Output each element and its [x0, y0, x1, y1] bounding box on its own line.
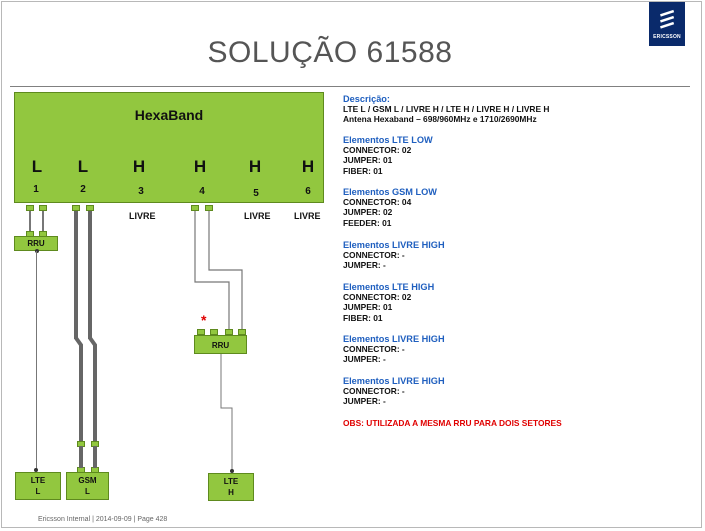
section-lte-high: Elementos LTE HIGH CONNECTOR: 02 JUMPER:…: [343, 282, 434, 323]
band-1: L: [31, 157, 43, 176]
livre-label-5: LIVRE: [244, 211, 271, 221]
hexaband-antenna: HexaBand: [14, 92, 324, 203]
section-line: JUMPER: -: [343, 354, 386, 365]
section-livre-high: Elementos LIVRE HIGH CONNECTOR: - JUMPER…: [343, 376, 445, 407]
port-number-5: 5: [253, 188, 259, 199]
jumper-line: [29, 211, 31, 233]
section-line: CONNECTOR: -: [343, 344, 405, 355]
section-line: FIBER: 01: [343, 312, 383, 323]
band-4: H: [193, 157, 207, 176]
title-divider: [10, 86, 690, 87]
feeder-line: [74, 211, 78, 339]
port-number-6: 6: [305, 186, 311, 197]
footer: Ericsson Internal | 2014-09-09 | Page 42…: [38, 516, 168, 523]
rru-connector: [210, 329, 218, 335]
lte-high-unit: LTE H: [208, 473, 254, 501]
port-number-4: 4: [199, 186, 205, 197]
band-2: L: [77, 157, 89, 176]
port-number-2: 2: [80, 184, 86, 195]
shared-rru-marker: *: [201, 312, 207, 328]
section-title: Elementos LIVRE HIGH: [343, 376, 445, 386]
page-title: SOLUÇÃO 61588: [207, 36, 453, 69]
antenna-connector: [205, 205, 213, 211]
logo-text: ERICSSON: [653, 34, 681, 40]
section-line: JUMPER: -: [343, 260, 386, 271]
description-block: Descrição: LTE L / GSM L / LIVRE H / LTE…: [343, 94, 688, 125]
lte-high-sublabel: H: [228, 488, 234, 497]
port-number-1: 1: [33, 184, 39, 195]
section-line: CONNECTOR: -: [343, 250, 405, 261]
jumper-lte-h: [208, 211, 243, 330]
rru-connector: [39, 231, 47, 237]
fiber-port: [34, 468, 38, 472]
lte-low-sublabel: L: [35, 487, 41, 496]
feeder-line: [88, 211, 92, 339]
ericsson-logo: ERICSSON: [649, 2, 685, 46]
section-gsm-low: Elementos GSM LOW CONNECTOR: 04 JUMPER: …: [343, 187, 437, 228]
fiber-line: [36, 251, 37, 470]
feeder-line: [93, 446, 97, 468]
band-5: H: [248, 157, 262, 176]
feeder-bend: [74, 336, 83, 446]
section-line: JUMPER: -: [343, 396, 386, 407]
section-line: CONNECTOR: 02: [343, 292, 412, 303]
antenna-connector: [39, 205, 47, 211]
antenna-connector: [86, 205, 94, 211]
section-livre-high: Elementos LIVRE HIGH CONNECTOR: - JUMPER…: [343, 240, 445, 271]
gsm-low-unit: GSM L: [66, 472, 109, 500]
rru-connector: [197, 329, 205, 335]
section-livre-high: Elementos LIVRE HIGH CONNECTOR: - JUMPER…: [343, 334, 445, 365]
gsm-low-sublabel: L: [85, 487, 90, 496]
port-number-3: 3: [138, 186, 144, 197]
band-6: H: [301, 157, 315, 176]
antenna-connector: [72, 205, 80, 211]
section-line: CONNECTOR: 02: [343, 145, 412, 156]
rru-connector: [26, 231, 34, 237]
section-line: CONNECTOR: -: [343, 386, 405, 397]
antenna-connector: [191, 205, 199, 211]
section-line: JUMPER: 02: [343, 207, 393, 218]
gsm-low-label: GSM: [78, 476, 97, 485]
section-line: CONNECTOR: 04: [343, 197, 412, 208]
fiber-port: [35, 249, 39, 253]
section-lte-low: Elementos LTE LOW CONNECTOR: 02 JUMPER: …: [343, 135, 433, 176]
section-line: JUMPER: 01: [343, 155, 393, 166]
rru-shared-label: RRU: [211, 341, 230, 350]
feeder-bend: [88, 336, 97, 446]
livre-label-6: LIVRE: [294, 211, 321, 221]
fiber-lte-h: [220, 354, 233, 470]
section-line: FEEDER: 01: [343, 217, 392, 228]
livre-label-3: LIVRE: [129, 211, 156, 221]
section-title: Elementos LIVRE HIGH: [343, 334, 445, 344]
section-line: FIBER: 01: [343, 165, 383, 176]
observation-note: OBS: UTILIZADA A MESMA RRU PARA DOIS SET…: [343, 418, 562, 428]
jumper-lte-h: [194, 211, 230, 330]
feeder-line: [79, 446, 83, 468]
fiber-port: [230, 469, 234, 473]
rru-left: RRU: [14, 236, 58, 251]
section-title: Elementos LTE HIGH: [343, 282, 435, 292]
rru-connector: [238, 329, 246, 335]
ericsson-logo-icon: [660, 9, 675, 29]
section-title: Elementos LTE LOW: [343, 135, 433, 145]
antenna-connector: [26, 205, 34, 211]
description-line: LTE L / GSM L / LIVRE H / LTE H / LIVRE …: [343, 104, 550, 115]
jumper-line: [42, 211, 44, 233]
section-title: Elementos LIVRE HIGH: [343, 240, 445, 250]
rru-connector: [225, 329, 233, 335]
rru-shared: RRU: [194, 335, 247, 354]
description-line: Antena Hexaband – 698/960MHz e 1710/2690…: [343, 114, 537, 125]
band-3: H: [132, 157, 146, 176]
section-line: JUMPER: 01: [343, 302, 393, 313]
hexaband-label: HexaBand: [134, 107, 204, 123]
section-title: Elementos GSM LOW: [343, 187, 437, 197]
lte-low-label: LTE: [30, 476, 46, 485]
description-title: Descrição:: [343, 94, 390, 104]
lte-low-unit: LTE L: [15, 472, 61, 500]
lte-high-label: LTE: [223, 477, 239, 486]
rru-left-label: RRU: [27, 239, 45, 248]
